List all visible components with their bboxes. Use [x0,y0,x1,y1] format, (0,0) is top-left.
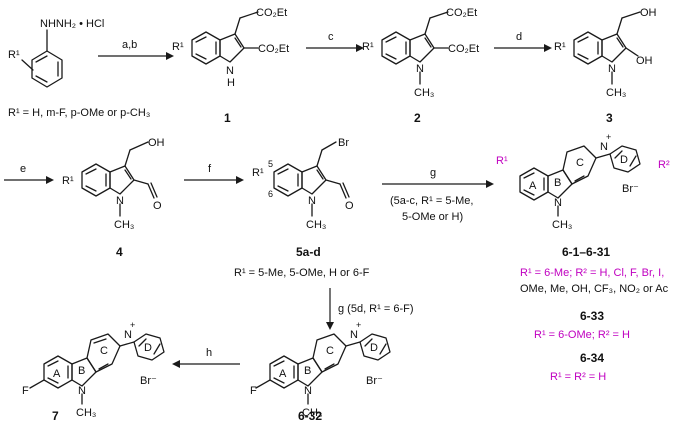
ch3-4: CH₃ [114,219,134,231]
reagent-c: c [328,31,334,43]
ring-a-7: A [53,368,61,380]
condition-g-line2: 5-OMe or H) [402,211,463,223]
f-atom-7: F [22,385,29,397]
o-atom-5: O [345,200,354,212]
pos-6-label: 6 [268,189,273,199]
ring-b-6: B [554,177,561,189]
br-ion-7: Br⁻ [140,375,157,387]
n-plus-7: N [124,329,132,341]
r1-definition-start: R¹ = H, m-F, p-OMe or p-CH₃ [8,107,150,119]
br-atom-5: Br [338,137,349,149]
ch3-7: CH₃ [76,407,96,419]
compound-6-33-label: 6-33 [580,309,604,323]
r1-label: R¹ [8,49,20,61]
c634-definition: R¹ = R² = H [550,371,606,383]
reagent-g-5d: g (5d, R¹ = 6-F) [338,303,414,315]
ch3-632: CH₃ [302,407,322,419]
n-atom-2: N [416,63,424,75]
series6-def-line2: OMe, Me, OH, CF₃, NO₂ or Ac [520,283,669,295]
plus-charge-7: + [130,320,135,330]
reagent-d: d [516,31,522,43]
reagent-e: e [20,163,26,175]
ester-top-2: CO₂Et [446,7,477,19]
reagent-g: g [430,167,436,179]
ring-b-7: B [78,365,85,377]
o-atom-4: O [153,200,162,212]
ring-c-7: C [100,345,108,357]
compound-2-structure: CO₂Et CO₂Et N CH₃ R¹ [362,7,479,99]
ring-c-6: C [576,157,584,169]
pos-5-label: 5 [268,159,273,169]
n-atom-7: N [78,385,86,397]
compound-1-structure: CO₂Et CO₂Et N H R¹ [172,7,289,89]
compound-2-label: 2 [414,111,421,125]
f-atom-632: F [250,385,257,397]
reagent-ab: a,b [122,39,137,51]
hydrazine-hcl-label: NHNH₂ • HCl [40,18,104,30]
compound-3-structure: OH OH N CH₃ R¹ [554,7,657,99]
r1-compound-3: R¹ [554,41,566,53]
ester-2-2: CO₂Et [448,43,479,55]
plus-charge-632: + [356,320,361,330]
oh-2-3: OH [636,55,653,67]
ring-d-7: D [144,342,152,354]
ring-d-632: D [370,342,378,354]
ch3-6: CH₃ [552,219,572,231]
compound-6-32-label: 6-32 [298,409,322,423]
ester-top-1: CO₂Et [256,7,287,19]
r1-compound-1: R¹ [172,41,184,53]
n-plus-632: N [350,329,358,341]
ring-c-632: C [326,345,334,357]
compound-7-label: 7 [52,409,59,423]
compound-5-structure: Br O N CH₃ R¹ 5 6 [252,137,354,231]
br-ion-6: Br⁻ [622,183,639,195]
r1-compound-6: R¹ [496,155,508,167]
ester-2-1: CO₂Et [258,43,289,55]
compound-6-series-label: 6-1–6-31 [562,245,610,259]
compound-5-label: 5a-d [296,245,321,259]
r1-compound-2: R¹ [362,41,374,53]
compound-1-label: 1 [224,111,231,125]
compound-6-34-label: 6-34 [580,351,604,365]
ch3-3: CH₃ [606,87,626,99]
n-plus-6: N [600,141,608,153]
series6-def-line1: R¹ = 6-Me; R² = H, Cl, F, Br, I, [520,267,664,279]
compound-4-label: 4 [116,245,123,259]
compound-3-label: 3 [606,111,613,125]
ch3-5: CH₃ [306,219,326,231]
reagent-h: h [206,347,212,359]
n-atom-3: N [608,63,616,75]
r1-definition-5: R¹ = 5-Me, 5-OMe, H or 6-F [234,267,370,279]
compound-6-32-structure: F N + N CH₃ Br⁻ A B C D [250,320,391,419]
n-atom-6: N [554,197,562,209]
ring-a-632: A [279,368,287,380]
plus-charge-6: + [606,132,611,142]
n-atom-4: N [116,195,124,207]
br-ion-632: Br⁻ [366,375,383,387]
r1-compound-4: R¹ [62,175,74,187]
phenylhydrazine-structure: NHNH₂ • HCl R¹ [8,18,104,88]
nh-atom-1: N [226,65,234,77]
oh-4: OH [148,137,165,149]
r1-compound-5: R¹ [252,167,264,179]
oh-top-3: OH [640,7,657,19]
h-atom-1: H [227,77,235,89]
ring-b-632: B [304,365,311,377]
ring-a-6: A [529,180,537,192]
compound-6-series-structure: N + N CH₃ Br⁻ R¹ R² A B C D [496,132,670,231]
compound-4-structure: OH O N CH₃ R¹ [62,137,165,231]
compound-7-structure: F N + N CH₃ Br⁻ A B C D [22,320,165,419]
r2-compound-6: R² [658,159,670,171]
reagent-f: f [208,163,212,175]
n-atom-632: N [304,385,312,397]
ch3-2: CH₃ [414,87,434,99]
n-atom-5: N [308,195,316,207]
condition-g-line1: (5a-c, R¹ = 5-Me, [390,195,473,207]
c633-definition: R¹ = 6-OMe; R² = H [534,329,630,341]
ring-d-6: D [620,154,628,166]
